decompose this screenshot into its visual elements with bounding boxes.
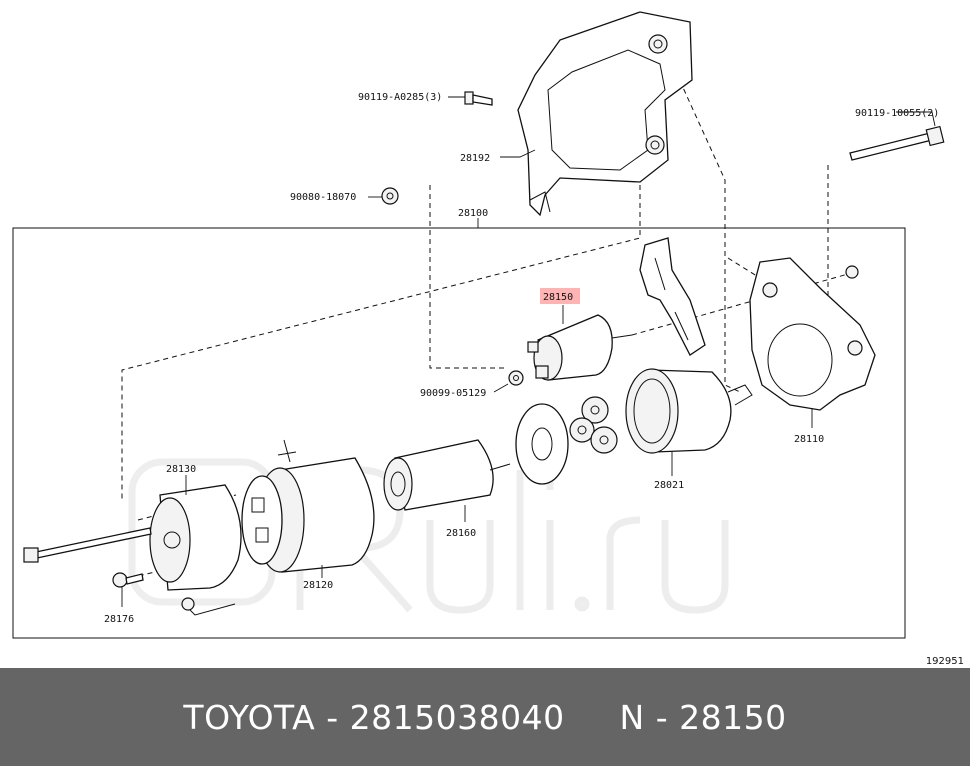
part-planetary-gears [569, 396, 618, 454]
diagram-reference-number: 192951 [925, 656, 964, 667]
part-through-bolt [23, 527, 152, 563]
part-28176-screw [112, 572, 144, 588]
label-90099-05129[interactable]: 90099-05129 [420, 388, 486, 399]
label-28160[interactable]: 28160 [446, 528, 476, 539]
part-28160-carrier [383, 439, 511, 511]
label-28110[interactable]: 28110 [794, 434, 824, 445]
label-28176[interactable]: 28176 [104, 614, 134, 625]
highlight-28150 [540, 288, 580, 304]
part-90119-a0285-bolt [464, 91, 493, 106]
label-28021[interactable]: 28021 [654, 480, 684, 491]
part-90080-18070-nut [381, 187, 399, 205]
label-28150[interactable]: 28150 [543, 292, 573, 303]
label-28192[interactable]: 28192 [460, 153, 490, 164]
part-28021-clutch-assembly [625, 368, 753, 454]
leader-lines [121, 96, 936, 607]
part-brush-holder [241, 475, 283, 565]
label-28120[interactable]: 28120 [303, 580, 333, 591]
part-labels: 28192 90119-A0285(3) 90119-10055(2) 9008… [104, 92, 939, 625]
part-90099-05129-nut [508, 370, 524, 386]
part-28192-heat-shield [517, 11, 693, 217]
label-28100[interactable]: 28100 [458, 208, 488, 219]
footer-title: TOYOTA - 2815038040 N - 28150 [183, 697, 787, 737]
assembly-boundary-box [12, 227, 906, 639]
watermark-logo [128, 458, 729, 614]
label-90119-10055[interactable]: 90119-10055(2) [855, 108, 939, 119]
part-28110-drive-housing [749, 257, 876, 411]
label-28130[interactable]: 28130 [166, 464, 196, 475]
part-90119-10055-long-bolt [849, 125, 945, 161]
part-28130-end-frame [149, 484, 242, 616]
parts-diagram: 28192 90119-A0285(3) 90119-10055(2) 9008… [12, 11, 945, 639]
part-shift-lever [639, 237, 706, 356]
part-gasket-disc [515, 403, 569, 485]
label-90080-18070[interactable]: 90080-18070 [290, 192, 356, 203]
footer-bar: TOYOTA - 2815038040 N - 28150 [0, 668, 970, 766]
part-28150-solenoid [527, 314, 633, 381]
label-90119-a0285[interactable]: 90119-A0285(3) [358, 92, 442, 103]
